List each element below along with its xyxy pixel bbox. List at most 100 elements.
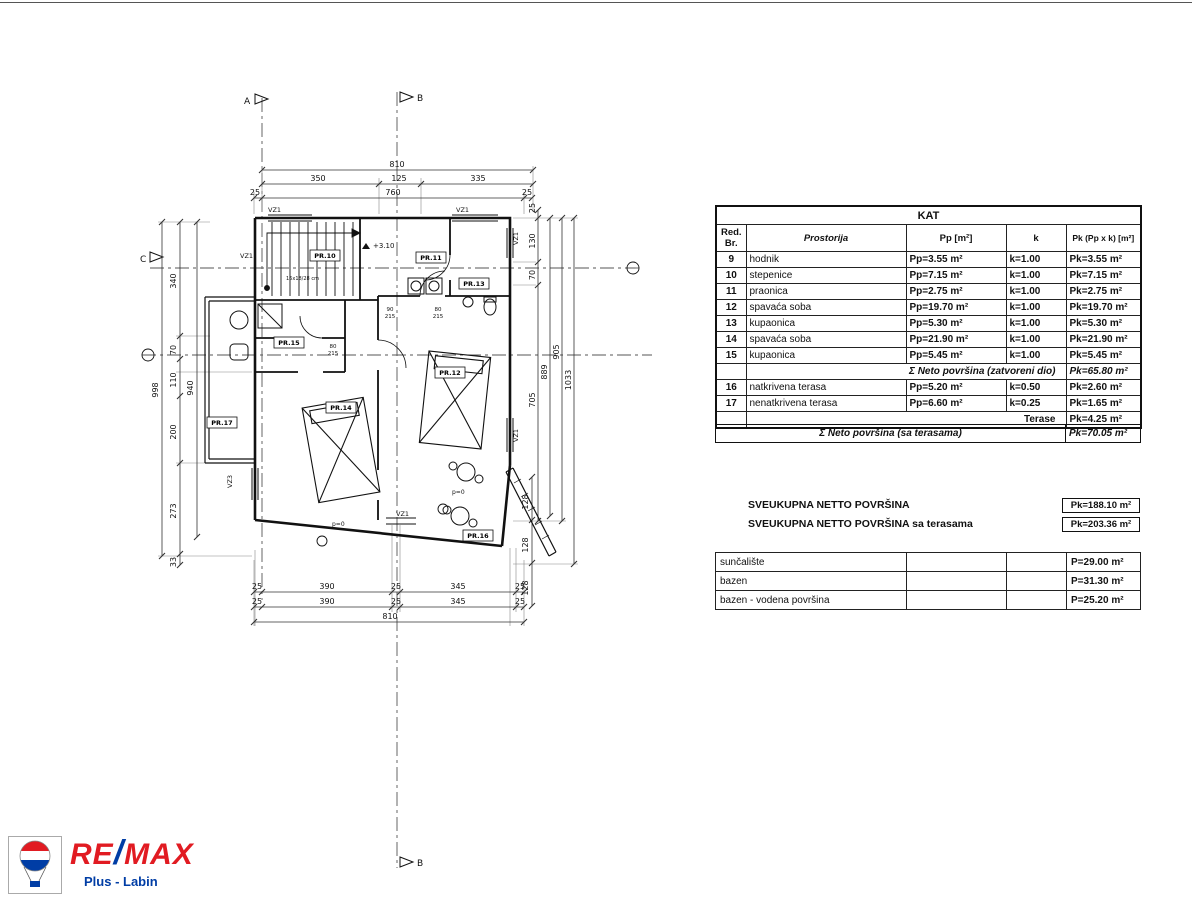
dim-label: 760 (385, 188, 400, 197)
dim-label: 905 (552, 344, 561, 359)
dim-label: 25 (528, 203, 537, 213)
section-marker-c: C (140, 255, 146, 265)
dim-label: 70 (169, 345, 178, 355)
dim-label: 25 (522, 188, 532, 197)
windows (251, 214, 514, 525)
table-row: 12 spavaća soba Pp=19.70 m² k=1.00 Pk=19… (715, 299, 1142, 316)
col-header-pk: Pk (Pp x k) [m²] (1065, 224, 1142, 252)
remax-wordmark: RE/MAX Plus - Labin (70, 836, 194, 889)
dim-label: 25 (252, 597, 262, 606)
dim-label: 390 (319, 597, 334, 606)
dim-label: 345 (450, 582, 465, 591)
svg-text:PR.14: PR.14 (330, 404, 352, 412)
logo-slash: / (113, 834, 125, 872)
dim-label: 25 (515, 597, 525, 606)
extension-lines (158, 166, 578, 626)
room-labels: PR.10 PR.11 PR.13 PR.15 PR.12 PR.14 PR.1… (206, 249, 494, 542)
summary-row: SVEUKUPNA NETTO POVRŠINA Pk=188.10 m² (715, 496, 1140, 514)
terrace-outlines (204, 296, 557, 557)
dim-label: 889 (540, 364, 549, 379)
level-label: +3.10 (373, 242, 394, 250)
section-flag-b-bottom (399, 856, 415, 868)
room-label-pr13: PR.13 (458, 277, 490, 290)
total-label: Σ Neto površina (sa terasama) (715, 424, 1066, 443)
dim-label: 125 (391, 174, 406, 183)
vz-label: VZ1 (456, 206, 469, 214)
balloon-icon (19, 840, 51, 887)
col-header-prostorija: Prostorija (745, 224, 907, 252)
dim-label: 390 (319, 582, 334, 591)
svg-text:PR.13: PR.13 (463, 280, 484, 288)
dim-label: 110 (169, 372, 178, 387)
dim-label: 940 (186, 380, 195, 395)
dim-label: 25 (250, 188, 260, 197)
vz-label: VZ1 (268, 206, 281, 214)
section-flag-a (254, 93, 270, 105)
vz-label: VZ1 (396, 510, 409, 518)
door-size: 215 (433, 314, 444, 320)
svg-text:PR.15: PR.15 (278, 339, 300, 347)
area-table: KAT Red.Br. Prostorija Pp [m²] k Pk (Pp … (715, 205, 1143, 429)
dim-label: 200 (169, 424, 178, 439)
bed-pr12 (418, 350, 492, 450)
door-size: 80 (330, 344, 337, 350)
dim-label: 70 (528, 270, 537, 280)
summary-value-2: Pk=203.36 m² (1062, 516, 1140, 532)
dim-label: 350 (310, 174, 325, 183)
door-swings (299, 254, 451, 369)
logo-max: MAX (124, 838, 194, 871)
remax-logo: RE/MAX Plus - Labin (8, 836, 194, 894)
section-lines (142, 92, 652, 868)
table-row: 13 kupaonica Pp=5.30 m² k=1.00 Pk=5.30 m… (715, 315, 1142, 332)
vz-labels: VZ1 VZ1 VZ1 VZ1 VZ1 VZ1 VZ3 (226, 206, 520, 518)
vz-label: VZ1 (512, 232, 520, 245)
room-label-pr15: PR.15 (273, 336, 305, 349)
page-top-edge-line (0, 2, 1192, 3)
marker-bubble-1 (316, 535, 328, 547)
section-marker-a: A (244, 97, 251, 107)
dim-label: 335 (470, 174, 485, 183)
summary-label-2: SVEUKUPNA NETTO POVRŠINA sa terasama (748, 518, 973, 530)
table-row: 16 natkrivena terasa Pp=5.20 m² k=0.50 P… (715, 379, 1142, 396)
table-row: bazen P=31.30 m² (715, 571, 1141, 591)
room-label-pr12: PR.12 (434, 366, 466, 379)
dim-label: 130 (528, 233, 537, 248)
room-label-pr16: PR.16 (462, 529, 494, 542)
vz-label: VZ3 (226, 475, 234, 488)
p0-label: p=0 (452, 489, 465, 496)
door-size: 80 (435, 307, 442, 313)
dim-label: 340 (169, 273, 178, 288)
subtotal-closed-label: Σ Neto površina (zatvoreni dio) (745, 363, 1067, 380)
table-row: 10 stepenice Pp=7.15 m² k=1.00 Pk=7.15 m… (715, 267, 1142, 284)
level-mark-triangle (362, 243, 370, 249)
interior-walls (255, 218, 510, 520)
table-row: bazen - vodena površina P=25.20 m² (715, 590, 1141, 610)
dim-label: 345 (450, 597, 465, 606)
dimension-labels: 810 350 125 335 25 760 25 998 340 70 110… (151, 160, 573, 621)
col-header-k: k (1005, 224, 1067, 252)
section-marker-b-top: B (417, 94, 423, 104)
area-table-title: KAT (715, 205, 1142, 225)
summary-block: SVEUKUPNA NETTO POVRŠINA Pk=188.10 m² SV… (715, 496, 1140, 534)
dimension-lines (158, 166, 578, 626)
total-value: Pk=70.05 m² (1065, 424, 1141, 443)
svg-text:PR.10: PR.10 (314, 252, 336, 260)
door-size: 90 (387, 307, 394, 313)
summary-value-1: Pk=188.10 m² (1062, 497, 1140, 513)
table-row: 15 kupaonica Pp=5.45 m² k=1.00 Pk=5.45 m… (715, 347, 1142, 364)
section-flag-b-top (399, 91, 415, 103)
annotations: +3.10 16x18/28 cm 90 215 80 215 80 215 p… (286, 242, 465, 528)
dim-label: 810 (382, 612, 397, 621)
subtotal-closed-value: Pk=65.80 m² (1065, 363, 1142, 380)
dim-label: 128 (521, 537, 530, 552)
dim-label: 128 (521, 494, 530, 509)
subtotal-closed-row: Σ Neto površina (zatvoreni dio) Pk=65.80… (715, 363, 1142, 380)
svg-text:PR.12: PR.12 (439, 369, 460, 377)
logo-subtitle: Plus - Labin (84, 874, 158, 889)
dim-label: 128 (521, 580, 530, 595)
table-row: 11 praonica Pp=2.75 m² k=1.00 Pk=2.75 m² (715, 283, 1142, 300)
pool-table: sunčalište P=29.00 m² bazen P=31.30 m² b… (715, 552, 1141, 610)
dim-label: 25 (391, 582, 401, 591)
